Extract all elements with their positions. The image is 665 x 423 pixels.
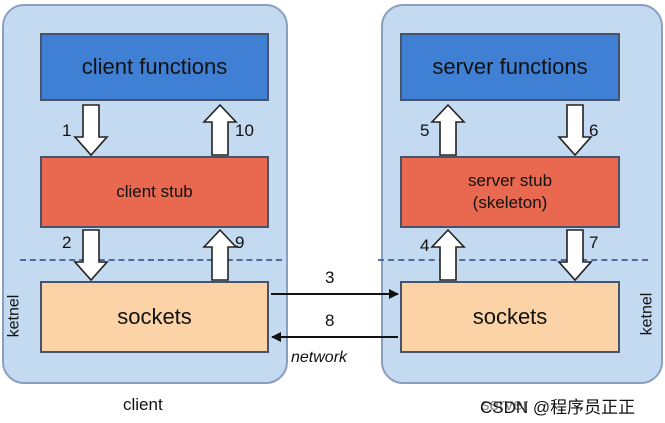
network-label: network bbox=[291, 349, 348, 366]
client-panel-label: client bbox=[123, 395, 163, 414]
client-sockets-label: sockets bbox=[117, 304, 192, 329]
step-1-label: 1 bbox=[62, 121, 71, 140]
step-7-label: 7 bbox=[589, 233, 598, 252]
step-9-label: 9 bbox=[235, 233, 244, 252]
arrow-step-1 bbox=[73, 104, 109, 157]
arrow-step-10 bbox=[202, 103, 238, 156]
server-sockets-label: sockets bbox=[472, 304, 548, 329]
arrow-step-2 bbox=[73, 229, 109, 282]
client-kernel-boundary bbox=[20, 259, 282, 261]
client-functions-box: client functions bbox=[40, 33, 269, 101]
arrow-step-7 bbox=[557, 229, 593, 282]
client-stub-label: client stub bbox=[116, 181, 193, 201]
server-stub-sublabel: (skeleton) bbox=[472, 193, 548, 212]
server-panel-label: server bbox=[481, 395, 529, 414]
server-kernel-label: ketnel bbox=[638, 292, 656, 336]
step-3-label: 3 bbox=[325, 268, 334, 287]
arrow-step-6 bbox=[557, 104, 593, 157]
server-sockets-box: sockets bbox=[400, 281, 620, 353]
server-functions-box: server functions bbox=[400, 33, 620, 101]
arrow-step-5 bbox=[430, 103, 466, 156]
step-2-label: 2 bbox=[62, 233, 71, 252]
server-functions-label: server functions bbox=[432, 54, 588, 79]
server-stub-box: server stub (skeleton) bbox=[400, 156, 620, 228]
arrow-step-4 bbox=[430, 228, 466, 281]
step-5-label: 5 bbox=[420, 121, 429, 140]
step-6-label: 6 bbox=[589, 121, 598, 140]
server-stub-label: server stub bbox=[467, 170, 553, 190]
arrow-step-9 bbox=[202, 228, 238, 281]
client-functions-label: client functions bbox=[81, 54, 228, 79]
client-sockets-box: sockets bbox=[40, 281, 269, 353]
step-10-label: 10 bbox=[235, 121, 254, 140]
step-4-label: 4 bbox=[420, 236, 429, 255]
step-8-label: 8 bbox=[325, 311, 334, 330]
client-stub-box: client stub bbox=[40, 156, 269, 228]
client-kernel-label: ketnel bbox=[5, 294, 23, 338]
server-kernel-boundary bbox=[378, 259, 648, 261]
watermark-text: CSDN @程序员正正 bbox=[480, 398, 636, 417]
